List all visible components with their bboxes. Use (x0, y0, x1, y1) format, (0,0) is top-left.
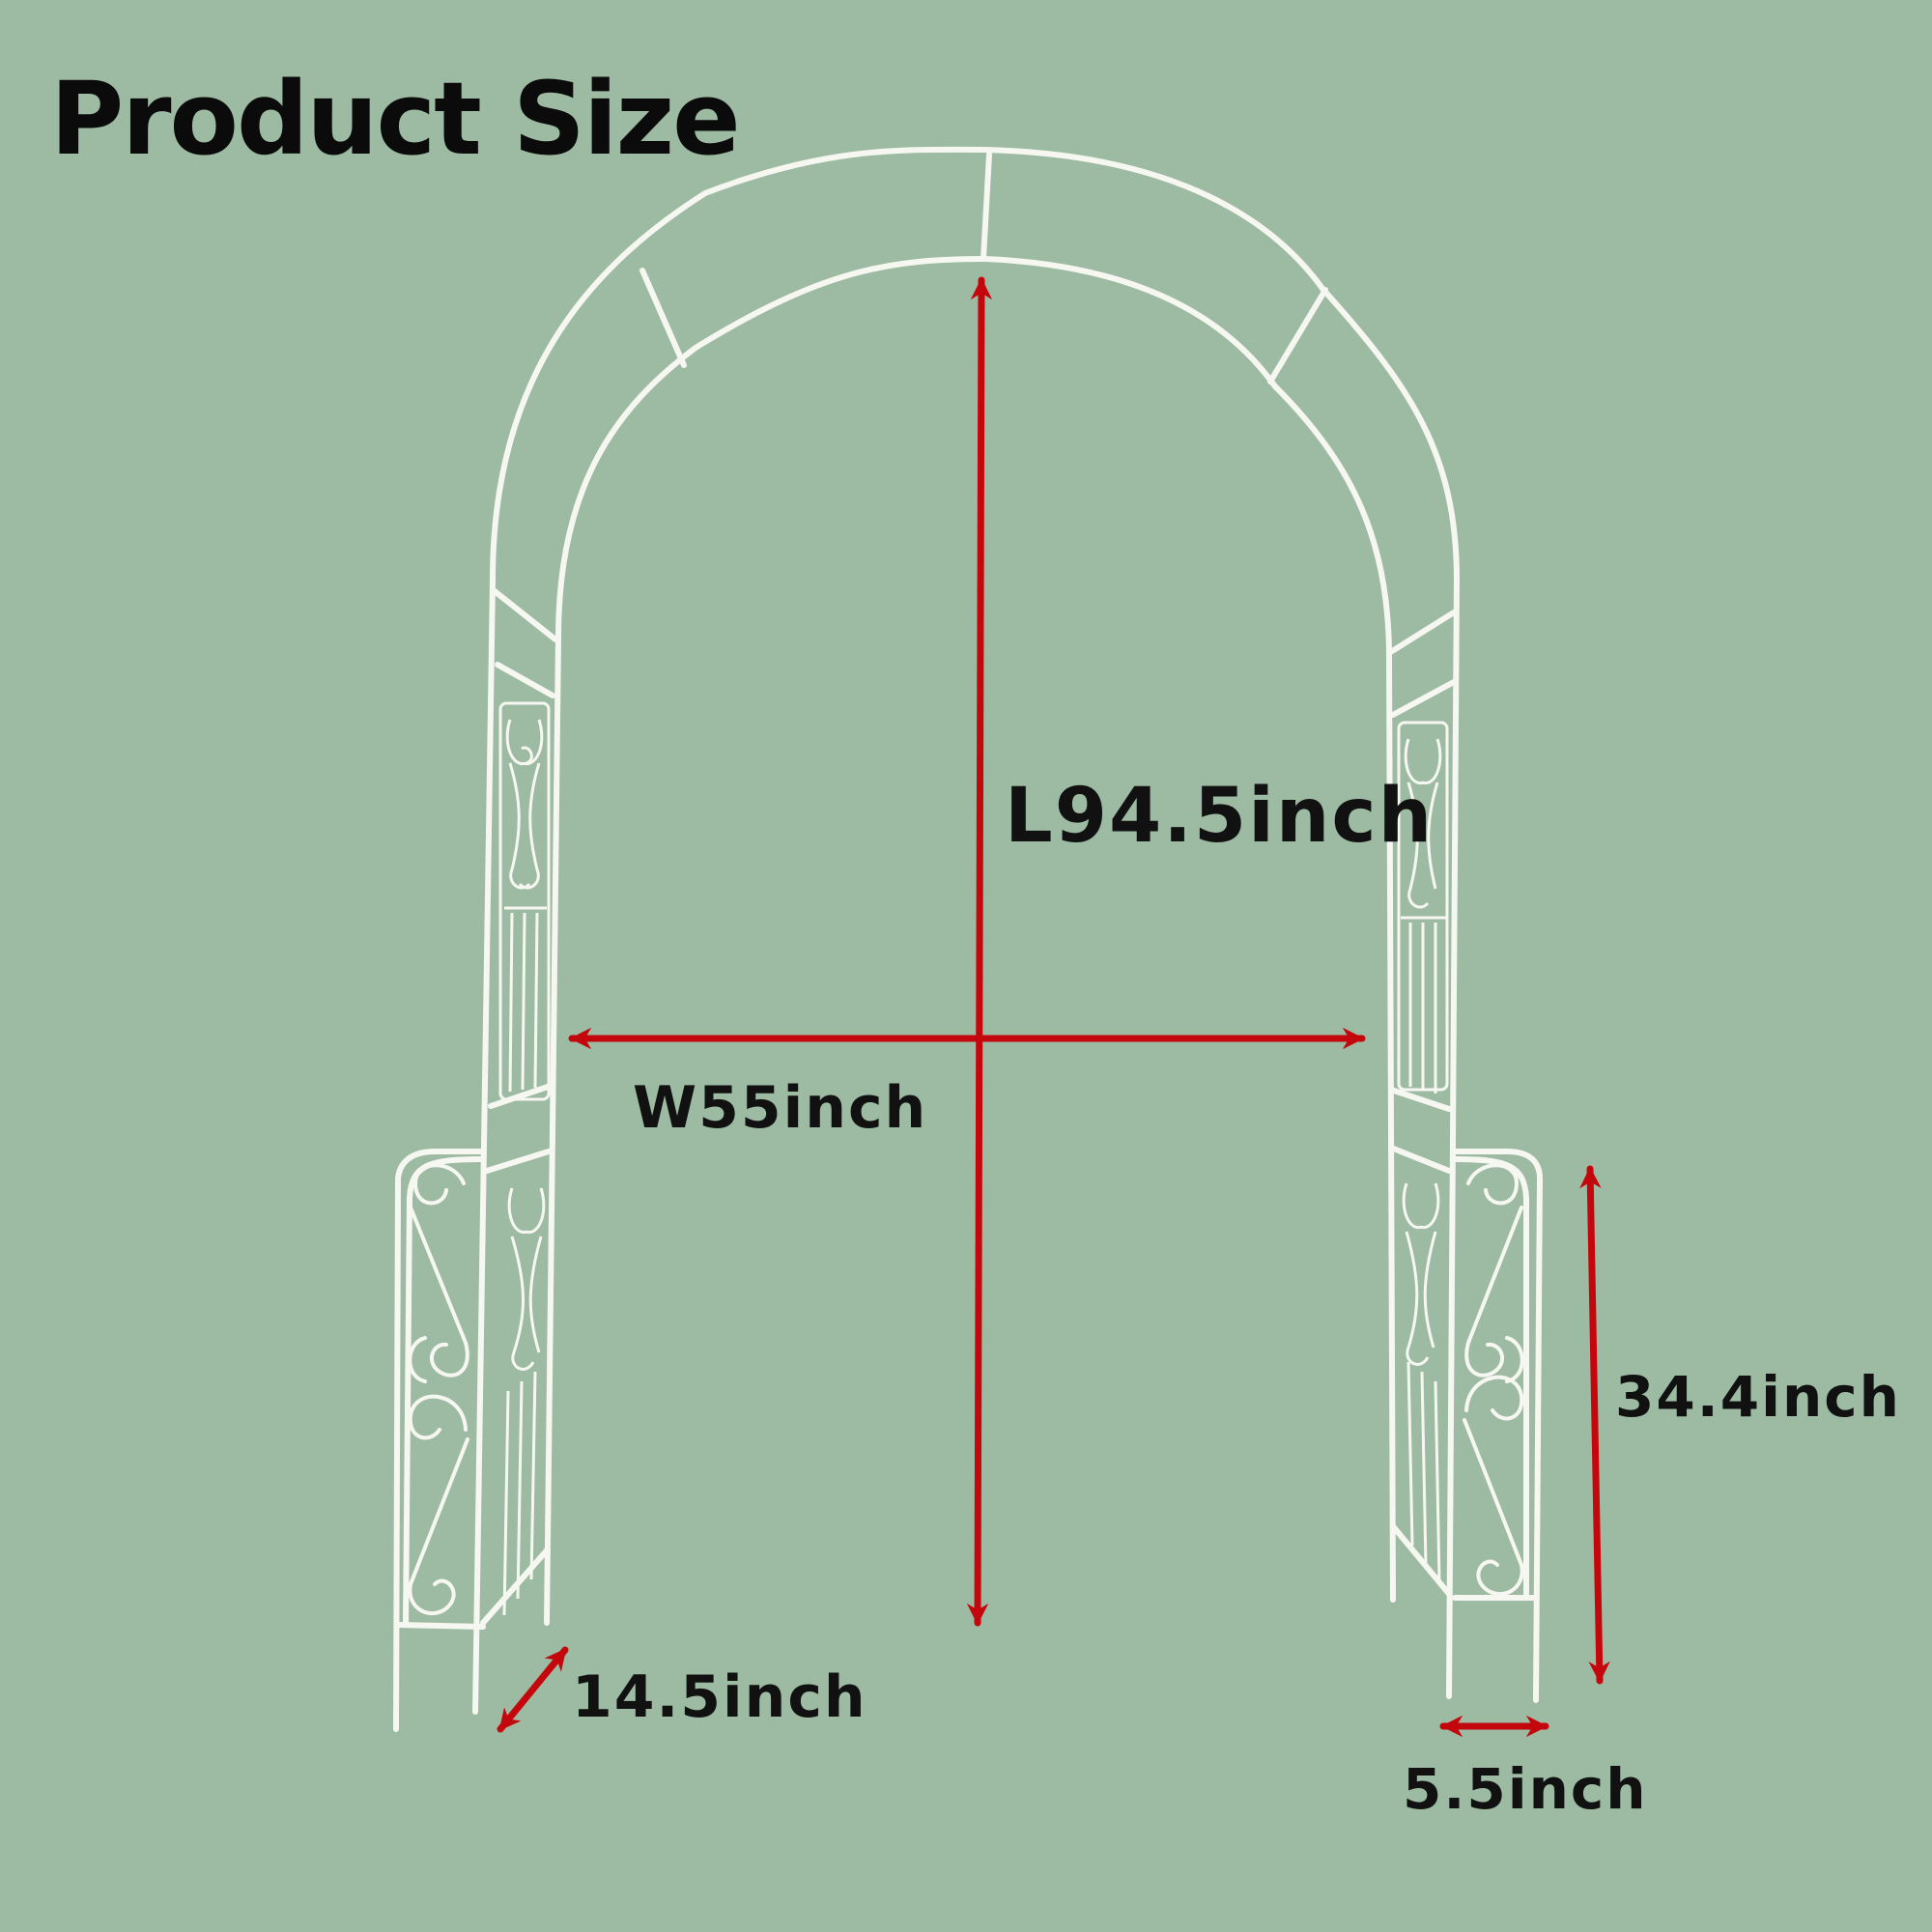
left-post-diagonal-2 (495, 662, 555, 698)
right-post-bar-mid (1388, 1087, 1452, 1112)
arch-crossbar-left (639, 268, 687, 368)
right-post-diagonal-2 (1390, 679, 1457, 718)
right-post-diagonal-top (1386, 610, 1457, 656)
left-post-bar-joint (484, 1149, 552, 1174)
outer-arch (490, 146, 1460, 582)
right-post-bar-joint (1388, 1145, 1452, 1174)
side-panel-height-arrow (1579, 1165, 1610, 1685)
left-post-diagonal-bottom (480, 1548, 550, 1626)
left-inner-rail (544, 635, 561, 1626)
arch-frame (472, 146, 1460, 1715)
post-infill-rods (502, 906, 1447, 1616)
left-post-panel-frame (498, 701, 551, 1101)
depth-label: 14.5inch (572, 1663, 867, 1731)
post-scroll-ornaments (505, 719, 1442, 1371)
height-arrow (966, 276, 993, 1627)
left-post-bar-mid (488, 1083, 554, 1109)
inner-arch (555, 256, 1392, 660)
arch-crossbar-right (1267, 287, 1328, 384)
depth-arrow (497, 1646, 569, 1733)
right-inner-rail (1386, 654, 1396, 1603)
right-outer-rail (1446, 577, 1460, 1699)
right-side-panel (1452, 1149, 1543, 1703)
dimension-arrows (497, 276, 1610, 1738)
left-post-diagonal-top (492, 588, 558, 642)
height-label: L94.5inch (1005, 773, 1435, 860)
left-outer-rail (472, 577, 496, 1715)
side-panel-height-label: 34.4inch (1615, 1364, 1901, 1430)
arch-crossbar-top (980, 152, 992, 262)
foot-width-label: 5.5inch (1403, 1756, 1648, 1822)
left-side-panel (393, 1149, 486, 1732)
width-label: W55inch (633, 1074, 928, 1142)
page-title: Product Size (50, 60, 741, 178)
right-post-diagonal-bottom (1390, 1523, 1452, 1597)
